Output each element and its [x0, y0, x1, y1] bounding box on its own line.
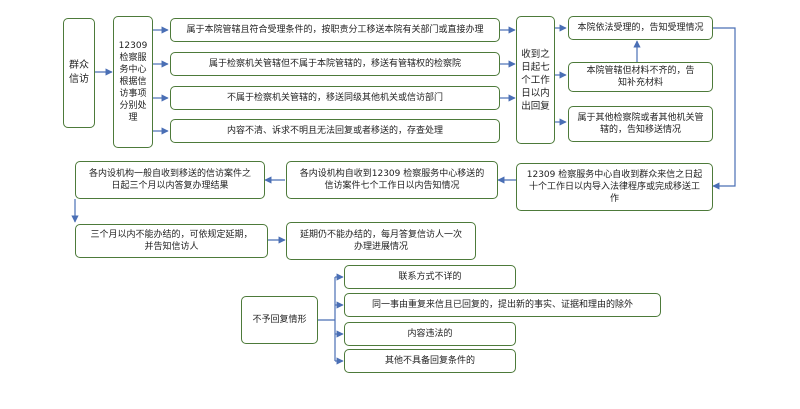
center-text: 12309检察服务中心根据信访事项分别处理 [118, 41, 148, 123]
no-reply-item-3: 内容违法的 [344, 322, 516, 346]
flow-box-0: 12309 检察服务中心自收到群众来信之日起十个工作日以内导入法律程序或完成移送… [516, 163, 713, 211]
no-reply-label: 不予回复情形 [241, 296, 318, 344]
no-reply-item-1: 联系方式不详的 [344, 265, 516, 289]
center-node: 12309检察服务中心根据信访事项分别处理 [113, 16, 153, 148]
no-reply-label-text: 不予回复情形 [252, 315, 307, 325]
branch-text-1: 属于本院管辖且符合受理条件的，按职责分工移送本院有关部门或直接办理 [186, 25, 484, 35]
arrow-result-1-to-flow-0 [712, 27, 736, 190]
flow-text-2: 各内设机构一般自收到移送的信访案件之日起三个月以内答复办理结果 [88, 169, 251, 191]
result-text-2: 本院管辖但材料不齐的，告知补充材料 [586, 66, 695, 88]
flow-text-4: 延期仍不能办结的，每月答复信访人一次办理进展情况 [299, 230, 462, 252]
branch-text-3: 不属于检察机关管辖的，移送同级其他机关或信访部门 [226, 93, 443, 103]
result-text-1: 本院依法受理的，告知受理情况 [577, 23, 704, 33]
no-reply-item-text-3: 内容违法的 [407, 329, 453, 339]
branch-box-4: 内容不清、诉求不明且无法回复或者移送的，存查处理 [170, 119, 500, 143]
result-text-3: 属于其他检察院或者其他机关管辖的，告知移送情况 [577, 113, 704, 135]
branch-box-3: 不属于检察机关管辖的，移送同级其他机关或信访部门 [170, 86, 500, 110]
no-reply-item-4: 其他不具备回复条件的 [344, 349, 516, 373]
no-reply-item-text-1: 联系方式不详的 [398, 272, 462, 282]
no-reply-item-2: 同一事由重复来信且已回复的，提出新的事实、证据和理由的除外 [344, 293, 661, 317]
no-reply-item-text-2: 同一事由重复来信且已回复的，提出新的事实、证据和理由的除外 [371, 300, 633, 310]
deadline-node: 收到之日起七个工作日以内出回复 [516, 16, 555, 144]
flow-box-1: 各内设机构自收到12309 检察服务中心移送的信访案件七个工作日以内告知情况 [286, 161, 498, 199]
branch-text-4: 内容不清、诉求不明且无法回复或者移送的，存查处理 [226, 126, 443, 136]
result-box-1: 本院依法受理的，告知受理情况 [568, 16, 713, 40]
flow-box-3: 三个月以内不能办结的，可依规定延期，并告知信访人 [75, 224, 268, 258]
result-box-3: 属于其他检察院或者其他机关管辖的，告知移送情况 [568, 106, 713, 142]
result-box-2: 本院管辖但材料不齐的，告知补充材料 [568, 62, 713, 92]
flow-text-3: 三个月以内不能办结的，可依规定延期，并告知信访人 [90, 230, 253, 252]
flow-text-1: 各内设机构自收到12309 检察服务中心移送的信访案件七个工作日以内告知情况 [299, 169, 485, 191]
deadline-text: 收到之日起七个工作日以内出回复 [521, 48, 550, 112]
flow-text-0: 12309 检察服务中心自收到群众来信之日起十个工作日以内导入法律程序或完成移送… [526, 170, 703, 204]
flow-box-2: 各内设机构一般自收到移送的信访案件之日起三个月以内答复办理结果 [75, 161, 265, 199]
flow-box-4: 延期仍不能办结的，每月答复信访人一次办理进展情况 [286, 222, 476, 260]
start-text: 群众信访 [69, 60, 89, 85]
branch-text-2: 属于检察机关管辖但不属于本院管辖的，移送有管辖权的检察院 [208, 59, 461, 69]
start-node: 群众信访 [63, 18, 95, 128]
branch-box-1: 属于本院管辖且符合受理条件的，按职责分工移送本院有关部门或直接办理 [170, 18, 500, 42]
branch-box-2: 属于检察机关管辖但不属于本院管辖的，移送有管辖权的检察院 [170, 52, 500, 76]
no-reply-item-text-4: 其他不具备回复条件的 [384, 356, 475, 366]
